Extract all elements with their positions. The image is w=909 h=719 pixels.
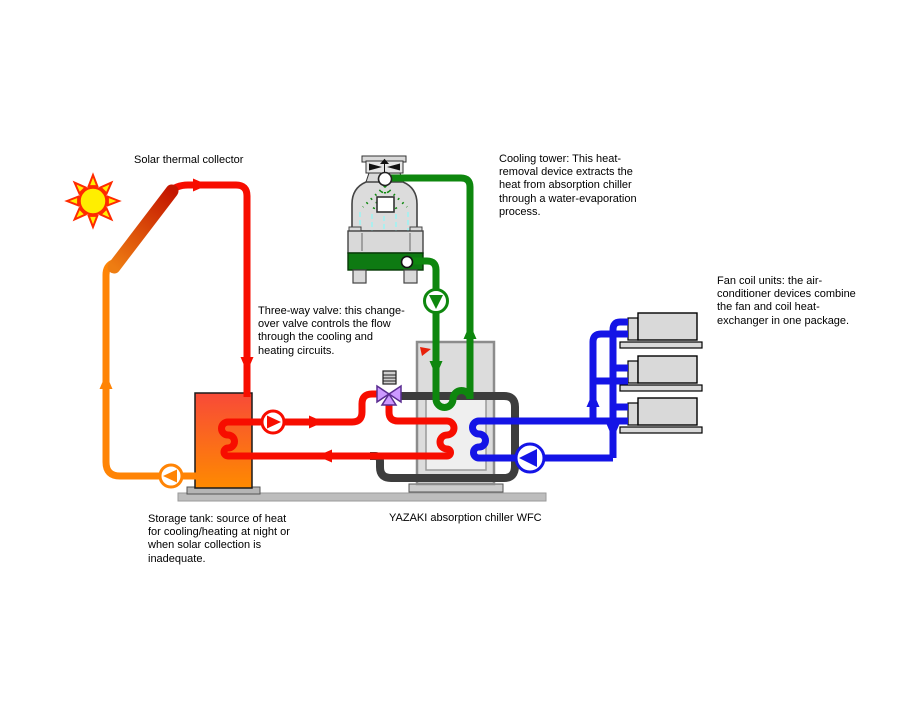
- ground-line: [177, 492, 547, 502]
- chilled-return-riser: [609, 318, 628, 458]
- cooling-tower-circuit: [391, 174, 474, 411]
- absorption-chiller: [408, 340, 504, 493]
- chilled-water-circuit: [469, 318, 628, 462]
- chiller-flag-marker: [420, 347, 431, 356]
- pump-impeller-icon: [519, 449, 537, 467]
- solar-collector-panel: [107, 184, 179, 274]
- arrow-right-icon: [309, 415, 324, 429]
- tower-basin-port: [400, 255, 414, 269]
- fan-coil-units: [619, 312, 703, 434]
- pump-impeller-icon: [267, 415, 281, 429]
- storage-tank: [186, 392, 261, 495]
- tank-to-valve-pipe: [252, 390, 380, 426]
- tower-foot-right: [403, 269, 418, 284]
- chilled-water-pump: [514, 442, 546, 474]
- fan-coil-unit: [619, 355, 703, 392]
- collector-supply-pipe: [165, 181, 251, 397]
- arrow-up-icon: [586, 392, 600, 407]
- chiller-generator-coil: [258, 403, 458, 460]
- arrow-up-icon: [99, 374, 113, 389]
- tank-body: [194, 392, 253, 489]
- cooling-tower-label: Cooling tower: This heat- removal device…: [499, 153, 637, 218]
- pump-impeller-icon: [163, 469, 177, 483]
- sun-icon: [64, 172, 122, 230]
- fan-icon: [369, 158, 400, 173]
- storage-tank-label: Storage tank: source of heat for cooling…: [148, 513, 290, 565]
- fan-coil-unit: [619, 397, 703, 434]
- fan-coil-units-label: Fan coil units: the air- conditioner dev…: [717, 275, 856, 327]
- fan-coil-unit: [619, 312, 703, 349]
- arrow-right-icon: [193, 178, 208, 192]
- arrow-down-icon: [606, 424, 620, 439]
- flow-arrows: [99, 178, 620, 463]
- chiller-label: YAZAKI absorption chiller WFC: [389, 512, 542, 524]
- solar-collector-label: Solar thermal collector: [134, 154, 244, 166]
- hot-water-circuit: [165, 181, 458, 460]
- arrow-down-icon: [429, 361, 443, 376]
- tower-foot-left: [352, 269, 367, 284]
- chiller-evaporator-coil: [469, 417, 628, 462]
- tower-window: [376, 196, 395, 213]
- hot-water-pump: [260, 409, 286, 435]
- arrow-down-icon: [240, 357, 254, 372]
- collector-return-pipe: [102, 259, 196, 480]
- tower-top-port: [377, 171, 393, 187]
- storage-tank-coil: [218, 418, 262, 460]
- arrow-up-icon: [463, 324, 477, 339]
- solar-loop-pump: [158, 463, 184, 489]
- cooling-water-pump: [423, 288, 449, 314]
- pump-impeller-icon: [429, 295, 443, 309]
- three-way-valve: [376, 370, 402, 406]
- arrow-left-icon: [317, 449, 332, 463]
- three-way-valve-label: Three-way valve: this change- over valve…: [258, 305, 405, 357]
- tower-collar: [347, 230, 424, 254]
